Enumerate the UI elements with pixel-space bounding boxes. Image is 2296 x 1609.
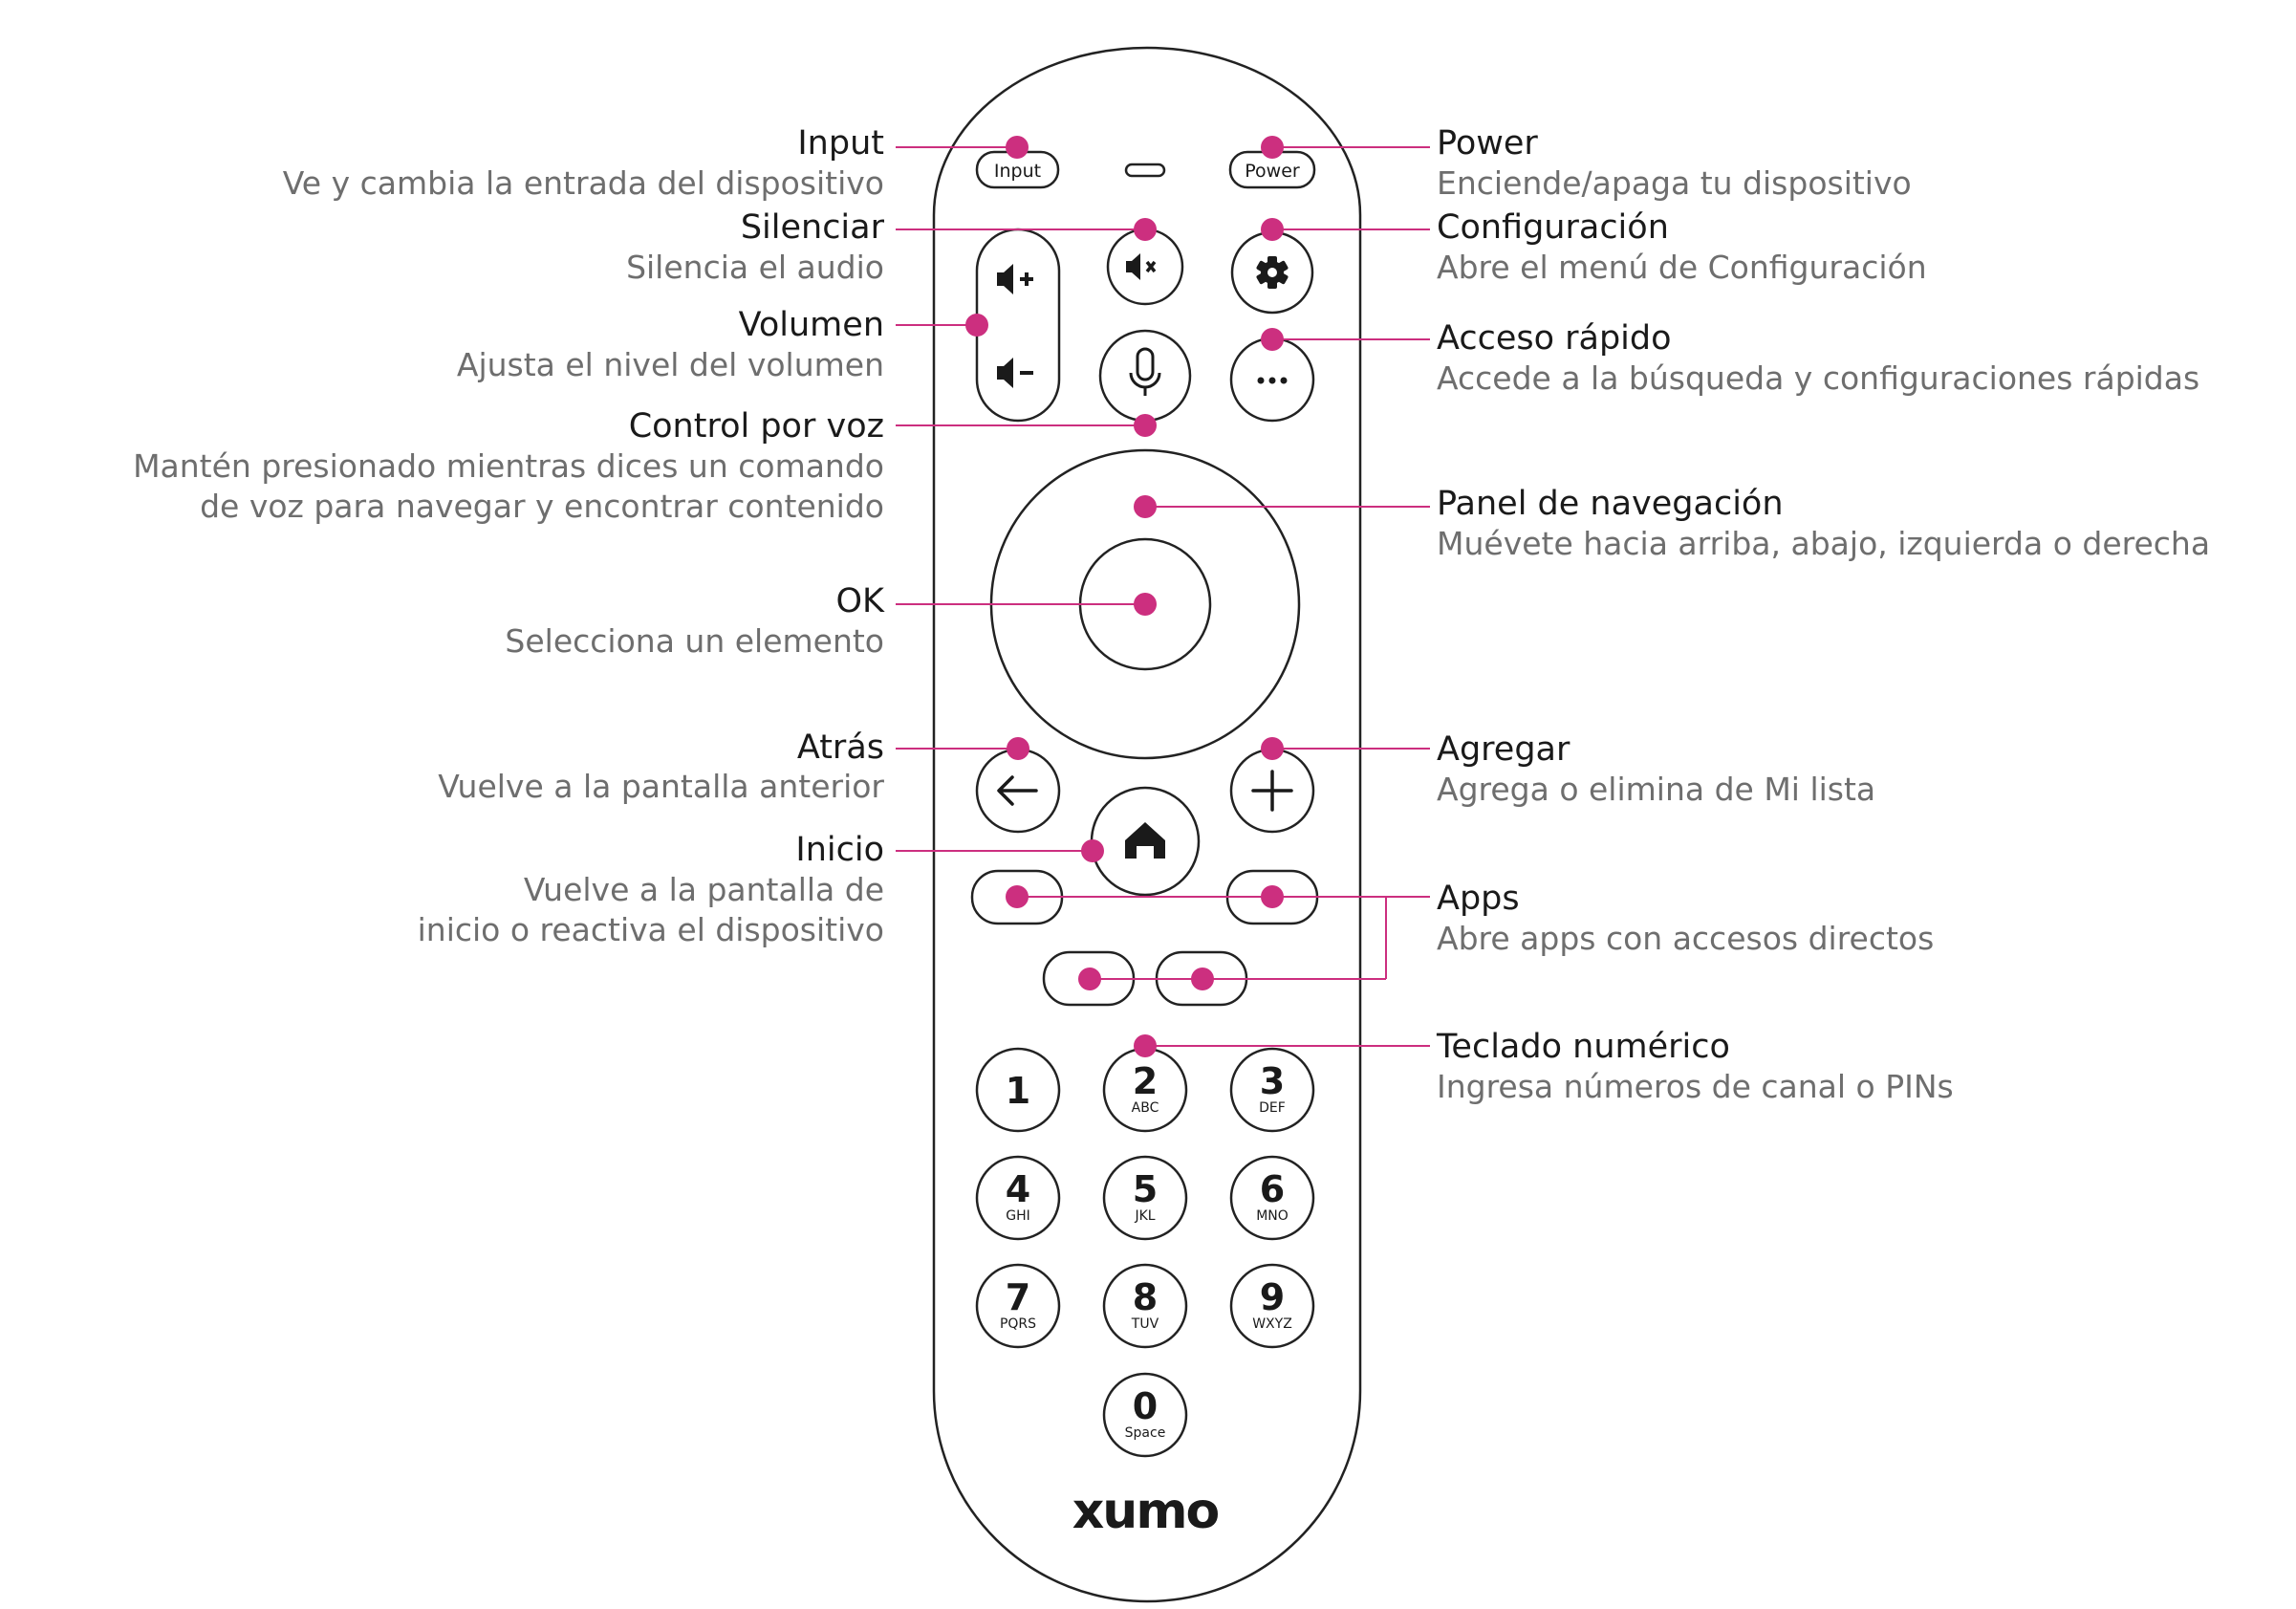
callout-add: Agregar Agrega o elimina de Mi lista xyxy=(1437,730,1875,808)
keypad-digit: 6 xyxy=(1260,1168,1285,1210)
keypad-digit: 9 xyxy=(1260,1276,1285,1318)
svg-text:OK: OK xyxy=(835,582,885,620)
svg-text:Silenciar: Silenciar xyxy=(741,208,885,247)
keypad-digit: 8 xyxy=(1133,1276,1158,1318)
svg-text:inicio o reactiva el dispositi: inicio o reactiva el dispositivo xyxy=(418,911,884,948)
brand-logo: xumo xyxy=(1072,1483,1219,1540)
voice-button[interactable] xyxy=(1098,329,1192,423)
power-button-label: Power xyxy=(1245,161,1300,182)
svg-text:Ajusta el nivel del volumen: Ajusta el nivel del volumen xyxy=(457,346,884,383)
svg-text:Abre apps con accesos directos: Abre apps con accesos directos xyxy=(1437,920,1934,957)
callout-settings: Configuración Abre el menú de Configurac… xyxy=(1437,208,1927,286)
volume-rocker[interactable] xyxy=(975,228,1061,423)
input-button-label: Input xyxy=(994,161,1041,182)
callout-back: Atrás Vuelve a la pantalla anterior xyxy=(438,728,884,805)
svg-text:Muévete hacia arriba, abajo, i: Muévete hacia arriba, abajo, izquierda o… xyxy=(1437,525,2210,562)
gear-icon xyxy=(1256,256,1289,289)
callout-apps: Apps Abre apps con accesos directos xyxy=(1437,880,1934,957)
keypad-digit: 5 xyxy=(1133,1168,1158,1210)
svg-text:Atrás: Atrás xyxy=(797,728,884,767)
keypad-letters: GHI xyxy=(1006,1208,1030,1224)
svg-text:Agrega o elimina de Mi lista: Agrega o elimina de Mi lista xyxy=(1437,771,1875,808)
svg-text:Input: Input xyxy=(797,124,884,163)
microphone-icon xyxy=(1129,347,1161,396)
callout-volume: Volumen Ajusta el nivel del volumen xyxy=(457,306,884,383)
keypad-letters: PQRS xyxy=(1000,1316,1036,1332)
svg-text:Configuración: Configuración xyxy=(1437,208,1669,247)
keypad-digit: 4 xyxy=(1006,1168,1030,1210)
keypad-letters: DEF xyxy=(1259,1100,1286,1116)
svg-text:Vuelve a la pantalla de: Vuelve a la pantalla de xyxy=(524,871,884,908)
svg-text:Enciende/apaga tu dispositivo: Enciende/apaga tu dispositivo xyxy=(1437,164,1912,202)
more-icon xyxy=(1257,377,1288,384)
svg-text:de voz para navegar y encontra: de voz para navegar y encontrar contenid… xyxy=(200,488,884,525)
callout-ok: OK Selecciona un elemento xyxy=(505,582,885,660)
svg-text:Selecciona un elemento: Selecciona un elemento xyxy=(505,622,884,660)
svg-text:Vuelve a la pantalla anterior: Vuelve a la pantalla anterior xyxy=(438,768,884,805)
volume-up-icon xyxy=(997,264,1033,294)
callout-navigation: Panel de navegación Muévete hacia arriba… xyxy=(1437,485,2210,562)
back-arrow-icon xyxy=(997,775,1038,806)
keypad-letters: WXYZ xyxy=(1252,1316,1292,1332)
svg-text:Teclado numérico: Teclado numérico xyxy=(1436,1028,1730,1066)
callout-numpad: Teclado numérico Ingresa números de cana… xyxy=(1436,1028,1954,1105)
svg-text:Acceso rápido: Acceso rápido xyxy=(1437,319,1672,358)
keypad-digit: 2 xyxy=(1133,1060,1158,1102)
indicator-light xyxy=(1124,163,1166,178)
svg-text:Inicio: Inicio xyxy=(795,831,884,869)
keypad-digit: 7 xyxy=(1006,1276,1030,1318)
callout-voice: Control por voz Mantén presionado mientr… xyxy=(133,407,884,525)
svg-text:Apps: Apps xyxy=(1437,880,1520,918)
callout-mute: Silenciar Silencia el audio xyxy=(626,208,885,286)
keypad-digit: 1 xyxy=(1006,1070,1030,1112)
leader-lines xyxy=(896,146,1430,1047)
plus-icon xyxy=(1251,770,1293,812)
svg-text:Volumen: Volumen xyxy=(739,306,884,344)
callout-dots xyxy=(965,136,1284,1057)
keypad-button-1[interactable]: 1 xyxy=(975,1047,1061,1133)
svg-text:Silencia el audio: Silencia el audio xyxy=(626,249,884,286)
keypad-letters: JKL xyxy=(1134,1208,1155,1224)
svg-text:Accede a la búsqueda y configu: Accede a la búsqueda y configuraciones r… xyxy=(1437,359,2199,397)
svg-text:Ve y cambia la entrada del dis: Ve y cambia la entrada del dispositivo xyxy=(283,164,884,202)
svg-text:Abre el menú de Configuración: Abre el menú de Configuración xyxy=(1437,249,1927,286)
svg-text:Mantén presionado mientras dic: Mantén presionado mientras dices un coma… xyxy=(133,447,884,485)
svg-text:Ingresa números de canal o PIN: Ingresa números de canal o PINs xyxy=(1437,1068,1954,1105)
callout-input: Input Ve y cambia la entrada del disposi… xyxy=(283,124,884,202)
callout-quick-access: Acceso rápido Accede a la búsqueda y con… xyxy=(1437,319,2199,397)
svg-text:Control por voz: Control por voz xyxy=(629,407,884,446)
volume-down-icon xyxy=(997,358,1033,388)
callout-power: Power Enciende/apaga tu dispositivo xyxy=(1437,124,1912,202)
svg-text:Panel de navegación: Panel de navegación xyxy=(1437,485,1784,523)
keypad-digit: 3 xyxy=(1260,1060,1285,1102)
svg-text:Agregar: Agregar xyxy=(1437,730,1570,769)
keypad-letters: MNO xyxy=(1256,1208,1289,1224)
home-icon xyxy=(1125,822,1165,859)
keypad-letters: Space xyxy=(1125,1425,1166,1441)
keypad-letters: ABC xyxy=(1132,1100,1159,1116)
keypad-digit: 0 xyxy=(1133,1385,1158,1427)
svg-text:Power: Power xyxy=(1437,124,1538,163)
callout-home: Inicio Vuelve a la pantalla de inicio o … xyxy=(418,831,884,948)
keypad-letters: TUV xyxy=(1131,1316,1159,1332)
mute-icon xyxy=(1126,253,1157,280)
